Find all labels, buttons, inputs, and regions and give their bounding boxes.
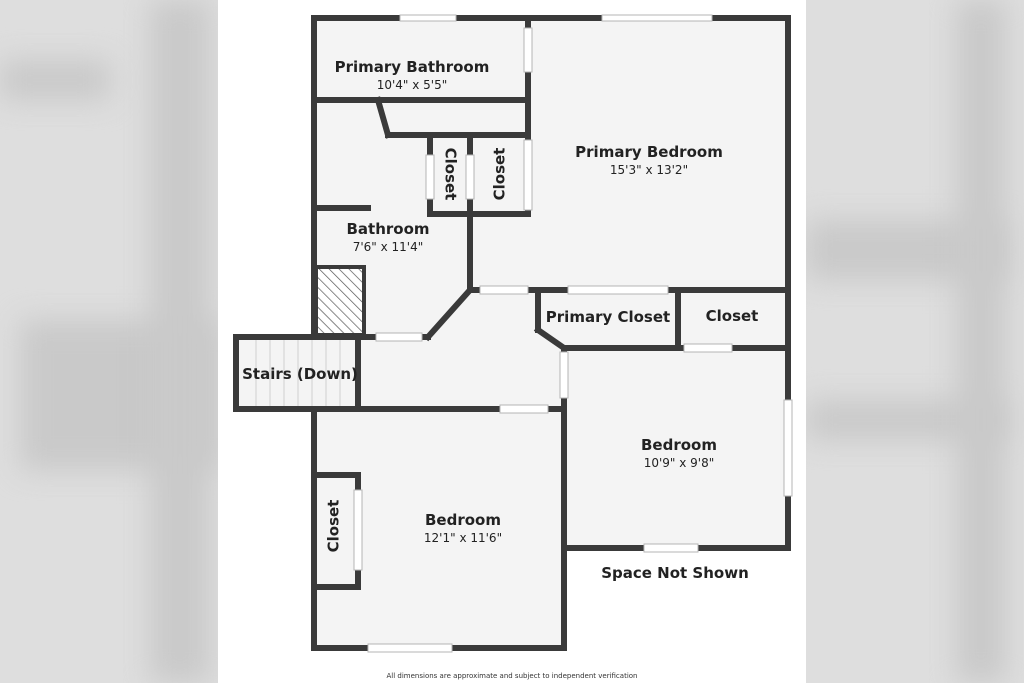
- room-name: Closet: [325, 500, 343, 553]
- hatched-shaft: [314, 265, 366, 337]
- room-closet-d: Closet: [325, 500, 343, 553]
- room-primary-bedroom: Primary Bedroom 15'3" x 13'2": [575, 143, 723, 177]
- room-primary-closet: Primary Closet: [546, 308, 670, 326]
- floor-fill: [236, 18, 788, 648]
- room-name: Closet: [706, 307, 759, 325]
- room-closet-b: Closet: [491, 148, 509, 201]
- room-bedroom-west: Bedroom 12'1" x 11'6": [424, 511, 502, 545]
- room-name: Primary Closet: [546, 308, 670, 326]
- room-dimensions: 7'6" x 11'4": [353, 240, 424, 254]
- room-dimensions: 15'3" x 13'2": [610, 163, 688, 177]
- room-bathroom: Bathroom 7'6" x 11'4": [346, 220, 429, 254]
- room-dimensions: 10'9" x 9'8": [644, 456, 715, 470]
- room-dimensions: 12'1" x 11'6": [424, 531, 502, 545]
- room-name: Closet: [491, 148, 509, 201]
- room-name: Bedroom: [641, 436, 717, 454]
- room-name: Primary Bedroom: [575, 143, 723, 161]
- blurred-background-right: [806, 0, 1024, 683]
- floor-plan: Primary Bathroom 10'4" x 5'5" Primary Be…: [233, 14, 793, 680]
- room-name: Stairs (Down): [242, 365, 358, 383]
- blurred-background-left: [0, 0, 218, 683]
- openings: [353, 14, 793, 653]
- stair-treads: [255, 340, 341, 407]
- floor-plan-sheet: Primary Bathroom 10'4" x 5'5" Primary Be…: [218, 0, 806, 683]
- room-name: Primary Bathroom: [335, 58, 490, 76]
- room-closet-c: Closet: [706, 307, 759, 325]
- room-dimensions: 10'4" x 5'5": [377, 78, 448, 92]
- room-primary-bathroom: Primary Bathroom 10'4" x 5'5": [335, 58, 490, 92]
- room-name: Bedroom: [425, 511, 501, 529]
- room-closet-a: Closet: [442, 148, 460, 201]
- disclaimer-footer: All dimensions are approximate and subje…: [387, 672, 638, 680]
- room-name: Closet: [442, 148, 460, 201]
- room-stairs: Stairs (Down): [242, 365, 358, 383]
- space-not-shown-label: Space Not Shown: [601, 564, 749, 582]
- room-bedroom-east: Bedroom 10'9" x 9'8": [641, 436, 717, 470]
- room-name: Bathroom: [346, 220, 429, 238]
